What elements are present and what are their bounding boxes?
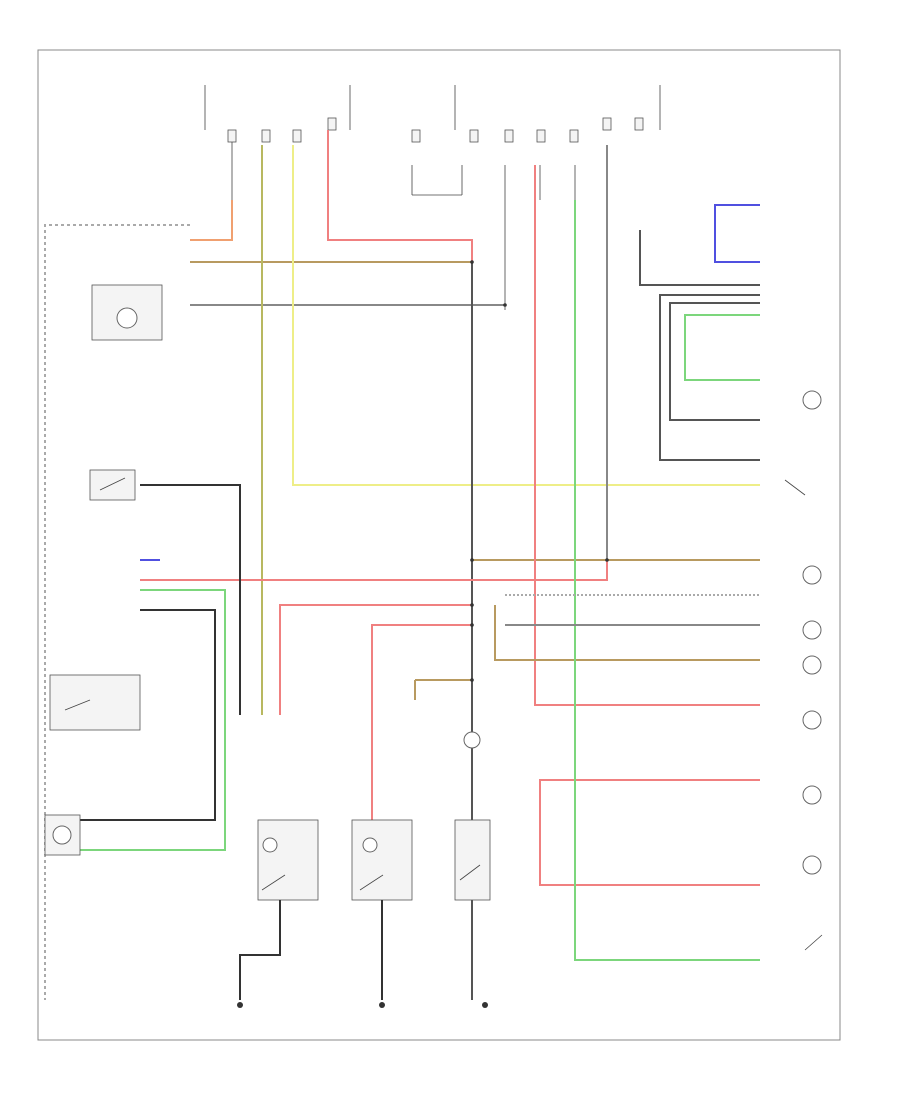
relay-right — [454, 819, 491, 901]
lamp-right-7 — [802, 855, 822, 875]
wire-black-switch — [140, 484, 241, 715]
wire-red-605 — [279, 604, 472, 715]
wire-right-bus-420 — [669, 302, 760, 421]
relay-left — [257, 819, 319, 901]
wire-red-top — [327, 130, 473, 262]
door-switch-left — [89, 469, 136, 501]
wire-blue-top — [714, 204, 760, 263]
ground-2 — [379, 1002, 385, 1008]
courtesy-lamp-left — [91, 284, 163, 341]
wire-brown-660 — [494, 605, 760, 661]
lamp-center — [463, 731, 481, 749]
wire-ground-left — [239, 900, 281, 1000]
fuse-6 — [469, 129, 479, 143]
switch-right-2 — [804, 934, 823, 951]
fuse-5 — [411, 129, 421, 143]
lamp-right-2 — [802, 565, 822, 585]
fuse-10 — [602, 117, 612, 131]
diagram-frame — [37, 49, 841, 1041]
fuse-2 — [261, 129, 271, 143]
fuse-1 — [227, 129, 237, 143]
relay-center — [351, 819, 413, 901]
wire-orange-top — [190, 200, 233, 241]
fuse-7 — [504, 129, 514, 143]
wire-right-bus-top — [639, 230, 760, 286]
ground-1 — [237, 1002, 243, 1008]
lamp-right-5 — [802, 710, 822, 730]
footwell-lamp-left — [44, 814, 81, 856]
instrument-panel-connector — [49, 674, 141, 731]
wire-green-bottom — [574, 200, 760, 961]
fuse-11 — [634, 117, 644, 131]
junction-nodes — [470, 260, 609, 682]
lamp-right-1 — [802, 390, 822, 410]
wire-black-left — [80, 609, 216, 821]
wire-red-lower-loop — [539, 779, 760, 886]
wire-green-left — [75, 589, 226, 851]
lamp-right-6 — [802, 785, 822, 805]
wire-right-bus-460 — [659, 294, 760, 461]
lamp-right-3 — [802, 620, 822, 640]
lamp-right-4 — [802, 655, 822, 675]
wire-red-580 — [140, 560, 608, 581]
wire-red-625 — [371, 624, 472, 825]
wire-green-right — [684, 314, 760, 381]
switch-right-1 — [784, 479, 806, 496]
fuse-8 — [536, 129, 546, 143]
wire-red-right — [534, 165, 760, 706]
ground-3 — [482, 1002, 488, 1008]
wire-dashed-harness — [44, 224, 190, 1000]
fuse-3 — [292, 129, 302, 143]
top-fuse-block — [204, 85, 661, 310]
wire-yellow-main — [292, 145, 760, 486]
fuse-9 — [569, 129, 579, 143]
fuse-4 — [327, 117, 337, 131]
